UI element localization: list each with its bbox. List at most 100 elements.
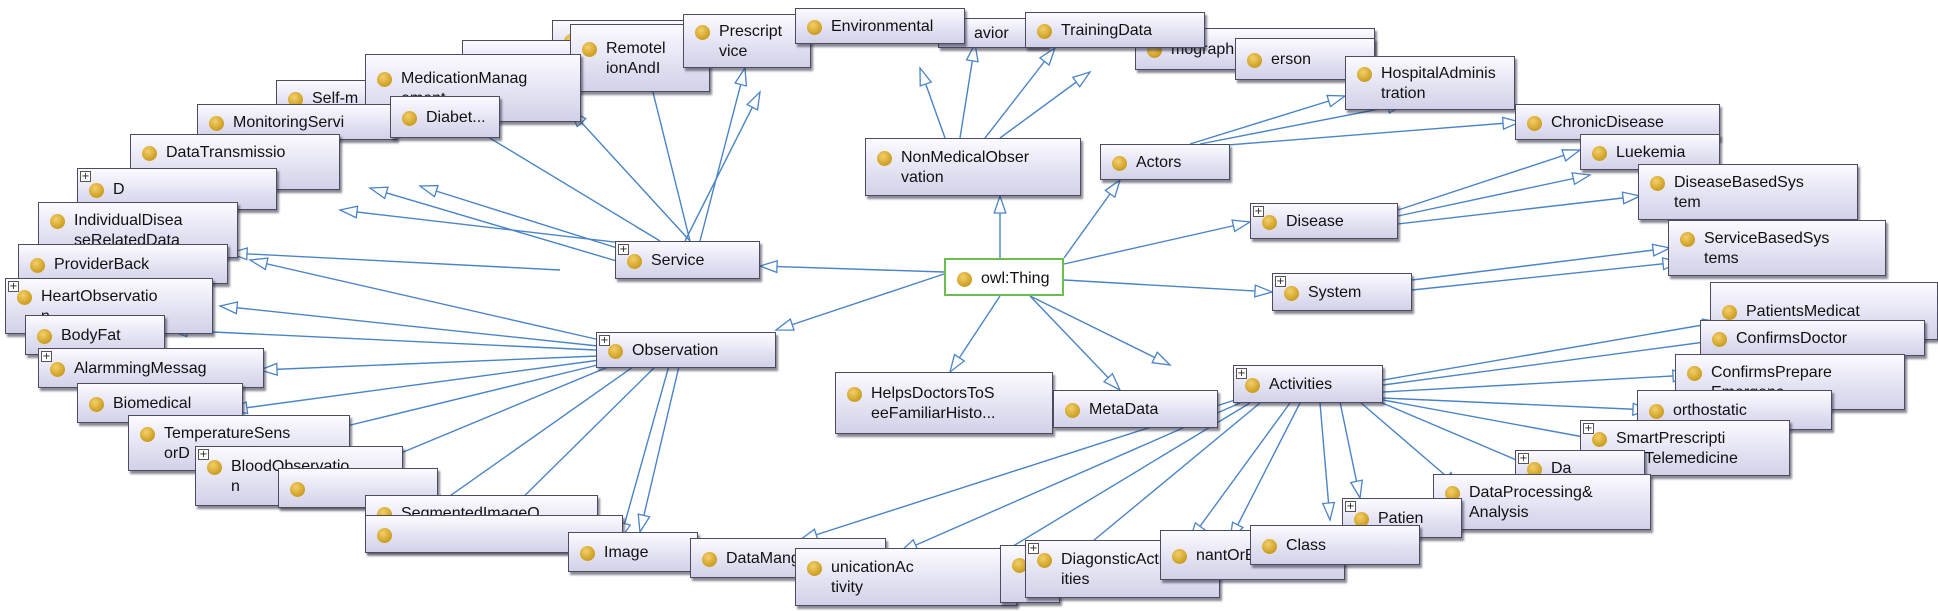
arrowhead [948, 353, 966, 374]
expand-icon[interactable]: + [80, 171, 91, 182]
arrowhead [746, 90, 761, 111]
subclass-edge [459, 119, 661, 242]
node-label: erson [1271, 51, 1312, 68]
class-icon [1354, 512, 1369, 527]
expand-icon[interactable]: + [599, 335, 610, 346]
expand-icon[interactable]: + [1275, 276, 1286, 287]
class-icon [1712, 332, 1727, 347]
expand-icon[interactable]: + [1583, 423, 1594, 434]
arrowhead [1038, 46, 1057, 67]
subclass-edge [259, 355, 599, 371]
arrowhead [1104, 178, 1122, 199]
node-label: Prescript vice [719, 23, 783, 60]
class-icon [37, 329, 52, 344]
class-icon [1592, 146, 1607, 161]
node-activities[interactable]: +Activities [1233, 365, 1383, 403]
node-diabetes-back[interactable]: Diabet... [390, 96, 500, 138]
subclass-edge [1382, 397, 1651, 411]
node-label: HelpsDoctorsToS eeFamiliarHisto... [871, 385, 996, 422]
node-disease-based-system[interactable]: DiseaseBasedSys tem [1638, 164, 1858, 220]
arrowhead [248, 257, 269, 271]
class-icon [1445, 486, 1460, 501]
subclass-edge [429, 361, 641, 511]
node-label: SmartPrescripti on&Telemedicine [1616, 430, 1738, 467]
node-communication-activity[interactable]: unicationAc tivity [795, 548, 1017, 606]
arrowhead [257, 362, 278, 377]
node-alarming-message[interactable]: + AlarmmingMessag [38, 348, 264, 388]
node-label: Patien [1378, 510, 1424, 527]
subclass-edge [639, 361, 681, 533]
node-training-data[interactable]: TrainingData [1025, 12, 1205, 48]
expand-icon[interactable]: + [198, 449, 209, 460]
class-icon [1722, 305, 1737, 320]
node-label: AlarmmingMessag [74, 360, 207, 377]
node-observation[interactable]: + Observation [596, 332, 776, 368]
subclass-edge [329, 361, 611, 431]
expand-icon[interactable]: + [618, 244, 629, 255]
node-service-based-systems[interactable]: ServiceBasedSys tems [1668, 220, 1886, 276]
node-prescription[interactable]: Prescript vice [683, 14, 811, 68]
expand-icon[interactable]: + [1518, 453, 1529, 464]
class-icon [89, 397, 104, 412]
expand-icon[interactable]: + [1236, 368, 1247, 379]
class-icon [627, 254, 642, 269]
class-icon [1245, 378, 1260, 393]
node-label: TemperatureSens orD [164, 425, 291, 462]
expand-icon[interactable]: + [1028, 543, 1039, 554]
node-non-medical-observation[interactable]: NonMedicalObser vation [865, 138, 1081, 196]
expand-icon[interactable]: + [1345, 501, 1356, 512]
expand-icon[interactable]: + [41, 351, 52, 362]
arrowhead [338, 205, 359, 219]
node-data-processing[interactable]: DataProcessing& Analysis [1433, 474, 1651, 530]
root-node-owl-thing[interactable]: owl:Thing [944, 258, 1064, 296]
arrowhead [418, 184, 439, 198]
class-icon [209, 116, 224, 131]
class-icon [1680, 232, 1695, 247]
expand-icon[interactable]: + [8, 281, 19, 292]
class-icon [1065, 403, 1080, 418]
arrowhead [965, 42, 979, 63]
class-icon [377, 528, 392, 543]
node-meta-data[interactable]: MetaData [1053, 390, 1218, 428]
expand-icon[interactable]: + [1253, 206, 1264, 217]
subclass-edge [775, 273, 945, 331]
node-label: avior [974, 25, 1009, 42]
subclass-edge [1411, 247, 1671, 281]
node-hospital-administration[interactable]: HospitalAdminis tration [1345, 56, 1515, 110]
subclass-edge [369, 187, 621, 263]
node-service[interactable]: + Service [615, 241, 760, 279]
node-label: HospitalAdminis tration [1381, 65, 1496, 102]
node-monitoring-service[interactable]: MonitoringServi [197, 104, 397, 140]
node-confirms-doctor[interactable]: ConfirmsDoctor [1700, 320, 1925, 356]
arrowhead [1571, 172, 1592, 186]
class-icon [807, 561, 822, 576]
node-disease[interactable]: +Disease [1250, 203, 1398, 239]
arrowhead [227, 247, 249, 261]
class-icon [377, 72, 392, 87]
class-icon [807, 20, 822, 35]
node-node-class[interactable]: Class [1250, 525, 1420, 565]
node-label: Environmental [831, 18, 934, 35]
node-image[interactable]: Image [568, 532, 698, 572]
subclass-edge [1319, 402, 1331, 521]
class-icon [580, 546, 595, 561]
node-label: ChronicDisease [1551, 114, 1664, 131]
node-label: Service [651, 252, 705, 269]
node-label: Class [1286, 537, 1327, 554]
class-icon [402, 111, 417, 126]
node-environmental[interactable]: Environmental [795, 8, 965, 44]
arrowhead [1253, 284, 1275, 298]
subclass-edge [1397, 174, 1591, 217]
node-system[interactable]: +System [1272, 273, 1412, 311]
arrowhead [1321, 501, 1336, 522]
node-label: orthostatic [1673, 402, 1747, 419]
class-icon [1247, 53, 1262, 68]
arrowhead [1561, 149, 1582, 162]
arrowhead [1349, 479, 1363, 500]
subclass-edge [1382, 374, 1691, 393]
node-helps-doctors[interactable]: HelpsDoctorsToS eeFamiliarHisto... [835, 372, 1053, 434]
class-icon [288, 92, 303, 107]
node-actors[interactable]: Actors [1100, 144, 1230, 180]
subclass-edge [1382, 321, 1721, 381]
node-label: Observation [632, 342, 719, 359]
